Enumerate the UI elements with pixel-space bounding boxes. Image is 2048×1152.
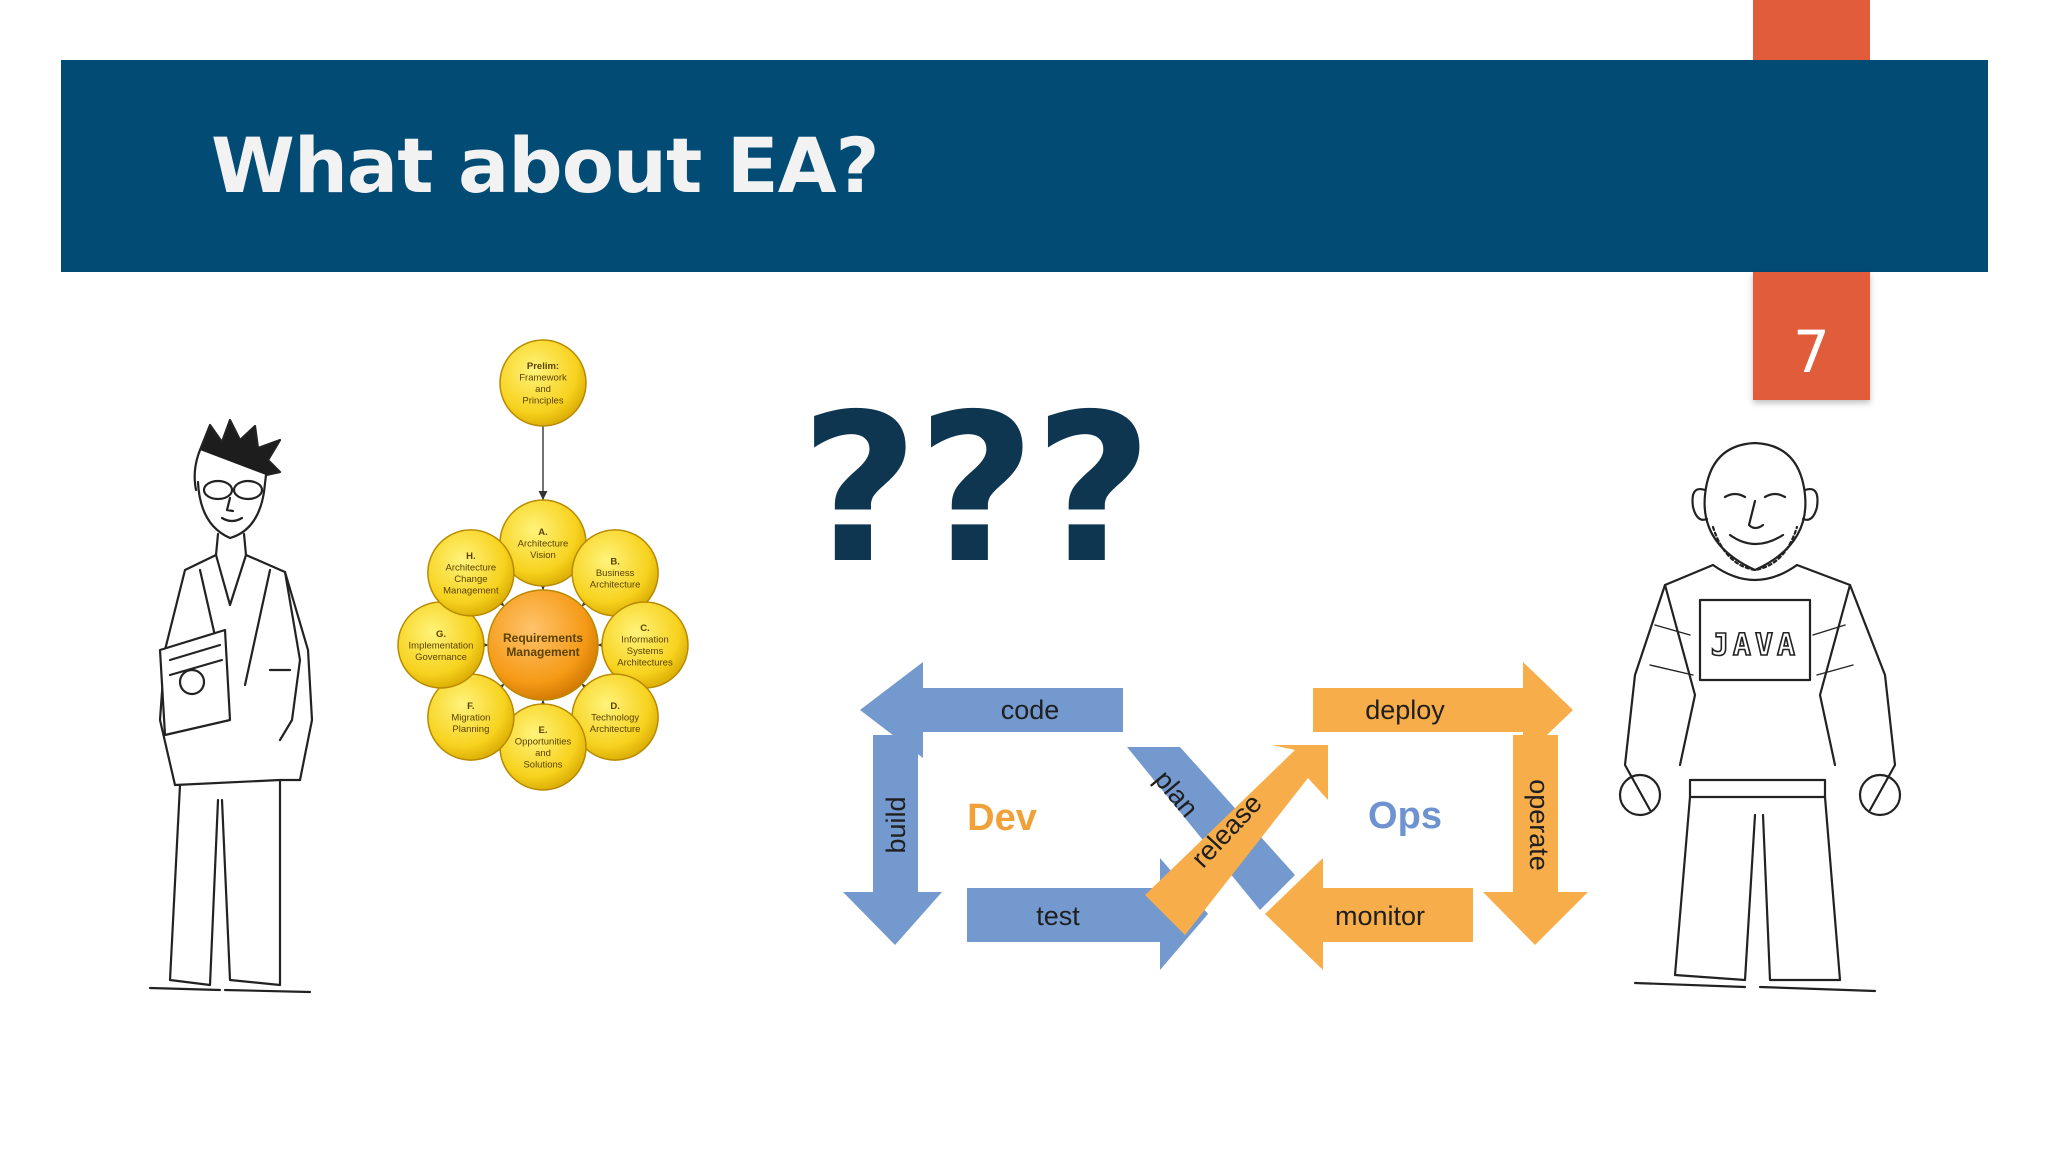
phase-B-text-line: Architecture	[590, 580, 641, 591]
question-marks: ???	[800, 371, 1153, 609]
adm-nodes: Prelim:FrameworkandPrinciplesA.Architect…	[397, 339, 689, 791]
arrow-operate	[1483, 735, 1588, 945]
slide-number-box	[1753, 272, 1870, 400]
phase-H-text-line: H.	[466, 551, 476, 562]
phase-H-circle	[427, 529, 515, 617]
label-test: test	[1036, 901, 1080, 931]
arrow-build	[843, 735, 942, 945]
label-code: code	[1001, 695, 1060, 725]
phase-G-text-line: G.	[436, 629, 446, 640]
phase-A-text-line: Architecture	[518, 538, 569, 549]
phase-B-text-line: B.	[610, 557, 620, 568]
developer-illustration	[148, 418, 314, 994]
phase-C-text-line: Information	[621, 635, 669, 646]
phase-F-text-line: Planning	[452, 724, 489, 735]
phase-D-text-line: Technology	[591, 712, 639, 723]
phase-G-text-line: Implementation	[409, 640, 474, 651]
label-operate: operate	[1524, 779, 1554, 871]
label-ops: Ops	[1368, 795, 1442, 837]
requirements-circle	[487, 589, 599, 701]
phase-F-text-line: F.	[467, 701, 474, 712]
prelim-text-line: Framework	[519, 373, 567, 384]
arrow-deploy	[1313, 662, 1573, 758]
shirt-text: JAVA	[1711, 628, 1799, 663]
arrow-code	[860, 662, 1123, 758]
slide-title: What about EA?	[211, 121, 880, 210]
phase-A-text-line: A.	[538, 527, 548, 538]
phase-H-text-line: Architecture	[446, 562, 497, 573]
phase-G-text-line: Governance	[415, 652, 467, 663]
phase-D-text-line: Architecture	[590, 724, 641, 735]
phase-E-text-line: Opportunities	[515, 737, 572, 748]
devops-diagram: code build test plan release deploy oper…	[843, 662, 1588, 970]
prelim-text-line: Principles	[522, 396, 563, 407]
phase-D-text-line: D.	[610, 701, 620, 712]
togaf-adm-diagram: Prelim:FrameworkandPrinciplesA.Architect…	[397, 339, 689, 791]
phase-H-text-line: Management	[443, 585, 499, 596]
phase-A-text-line: Vision	[530, 550, 556, 561]
prelim-circle	[499, 339, 587, 427]
slide-number: 7	[1793, 318, 1830, 386]
label-monitor: monitor	[1335, 901, 1425, 931]
arrow-monitor	[1265, 858, 1473, 970]
phase-E-text-line: Solutions	[523, 760, 562, 771]
prelim-text-line: and	[535, 384, 551, 395]
accent-strip-top	[1753, 0, 1870, 60]
phase-E-text-line: and	[535, 748, 551, 759]
label-dev: Dev	[967, 797, 1037, 839]
phase-C-text-line: Architectures	[617, 658, 673, 669]
arrow-test	[967, 858, 1208, 970]
java-developer-illustration: JAVA	[1618, 441, 1902, 993]
requirements-text-line: Management	[506, 645, 579, 659]
title-bar: What about EA?	[61, 60, 1988, 272]
phase-F-text-line: Migration	[451, 712, 490, 723]
phase-B-text-line: Business	[596, 568, 635, 579]
requirements-text-line: Requirements	[503, 631, 583, 645]
arrow-release	[1145, 745, 1328, 935]
label-deploy: deploy	[1365, 695, 1445, 725]
phase-C-text-line: Systems	[627, 646, 664, 657]
phase-E-text-line: E.	[539, 725, 548, 736]
prelim-text-line: Prelim:	[527, 361, 559, 372]
label-build: build	[881, 796, 911, 853]
arrow-plan	[1127, 747, 1295, 910]
phase-C-text-line: C.	[640, 623, 650, 634]
phase-H-text-line: Change	[454, 574, 487, 585]
